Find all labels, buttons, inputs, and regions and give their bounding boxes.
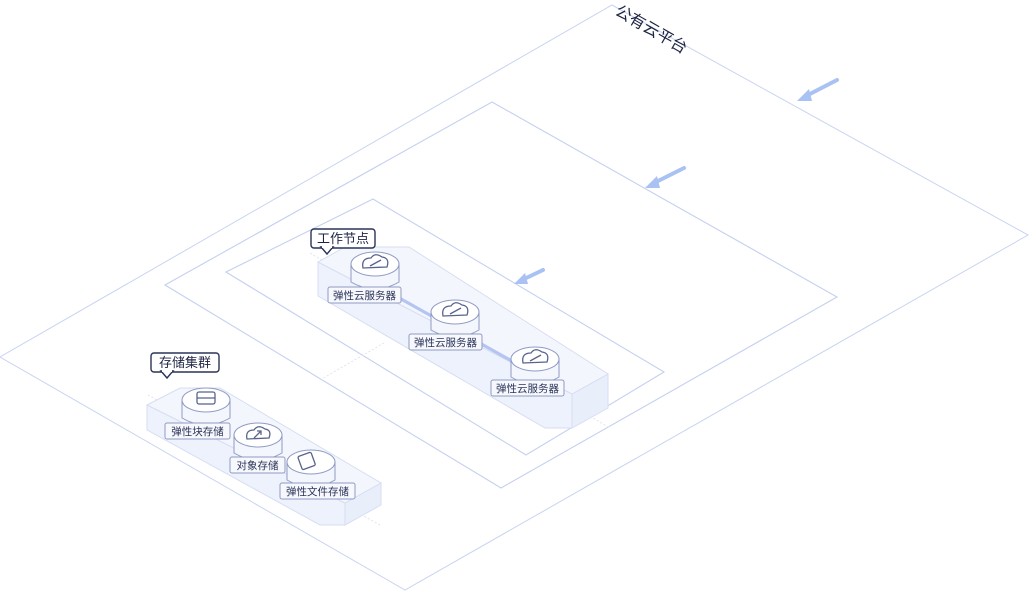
cloud-server-icon [522, 349, 549, 364]
arrow-icon-2 [645, 166, 686, 188]
storage-callout-text: 存储集群 [159, 355, 211, 371]
cloud-server-icon [442, 302, 469, 317]
storage-node-object[interactable] [233, 422, 283, 461]
storage-callout: 存储集群 [150, 352, 220, 380]
worker-node-3-label: 弹性云服务器 [490, 379, 565, 397]
storage-node-file[interactable] [286, 449, 336, 488]
worker-node-1-label: 弹性云服务器 [327, 286, 402, 304]
arrow-icon-3 [514, 268, 545, 284]
storage-node-file-label-text: 弹性文件存储 [286, 485, 349, 498]
worker-node-1-label-text: 弹性云服务器 [333, 289, 396, 302]
storage-node-block-label: 弹性块存储 [164, 422, 231, 440]
worker-node-3[interactable] [510, 346, 560, 385]
worker-node-2-label: 弹性云服务器 [408, 333, 483, 351]
file-storage-icon [297, 451, 316, 471]
storage-node-object-label-text: 对象存储 [237, 459, 279, 472]
worker-callout: 工作节点 [310, 228, 376, 256]
worker-node-3-label-text: 弹性云服务器 [496, 382, 559, 395]
object-storage-icon [246, 426, 271, 440]
storage-node-object-label: 对象存储 [229, 456, 286, 474]
worker-node-2[interactable] [430, 299, 480, 338]
worker-node-2-label-text: 弹性云服务器 [414, 336, 477, 349]
storage-node-block[interactable] [181, 387, 231, 426]
storage-node-file-label: 弹性文件存储 [279, 482, 356, 500]
worker-callout-text: 工作节点 [317, 232, 369, 247]
arrow-icon-1 [797, 78, 839, 101]
worker-node-1[interactable] [350, 251, 400, 290]
cloud-server-icon [362, 254, 389, 269]
block-storage-icon [196, 391, 216, 405]
storage-node-block-label-text: 弹性块存储 [171, 425, 224, 438]
